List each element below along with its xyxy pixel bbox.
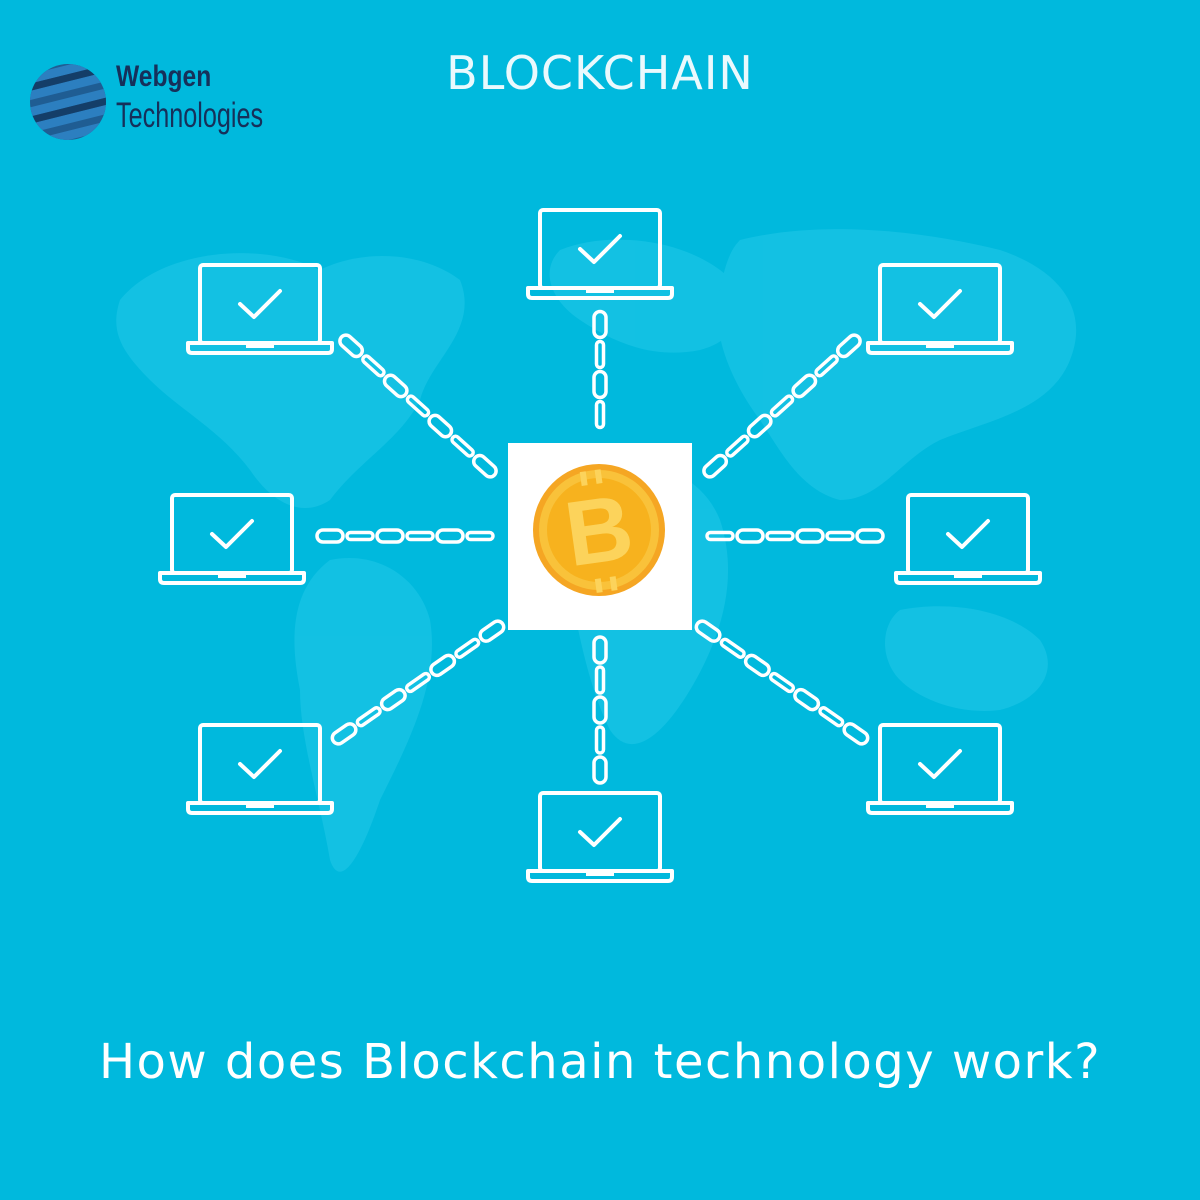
chain-link [765,530,795,542]
chain-link [702,453,729,479]
chain-top-right [702,333,862,479]
check-icon [210,519,254,549]
chain-link [592,695,608,725]
chain-link [382,373,409,399]
chain-link [478,619,506,643]
chain-link [735,528,765,544]
check-icon [946,519,990,549]
page-title: BLOCKCHAIN [446,46,754,100]
chain-link [592,369,608,400]
chain-link [427,413,454,439]
chain-link [594,665,606,695]
check-icon [578,234,622,264]
laptop-node-top-left [186,263,334,355]
laptop-node-left [158,493,306,585]
chain-link [435,528,465,544]
chain-link [842,722,870,746]
chain-link [471,453,498,479]
check-icon [918,749,962,779]
chain-link [338,333,365,359]
chain-link [795,528,825,544]
chain-link [694,619,722,643]
chain-link [719,637,746,659]
chain-link [825,530,855,542]
logo-name: Webgen [116,60,212,93]
chain-link [594,399,606,430]
chain-link [355,706,382,728]
chain-link [405,394,431,418]
chain-link [594,339,606,370]
laptop-node-top [526,208,674,300]
chain-link [592,635,608,665]
chain-left [315,528,495,544]
chain-link [818,706,845,728]
laptop-node-bottom [526,791,674,883]
chain-link [379,687,407,712]
logo-subtitle: Technologies [116,96,264,135]
laptop-node-bottom-right [866,723,1014,815]
chain-link [814,354,839,378]
chain-link [454,637,481,659]
chain-top-left [338,333,498,479]
laptop-node-top-right [866,263,1014,355]
chain-link [835,333,862,359]
chain-top [592,309,608,430]
chain-link [330,722,358,746]
bottom-caption: How does Blockchain technology work? [98,1034,1102,1090]
chain-link [725,434,750,458]
chain-link [768,671,796,694]
chain-link [855,528,885,544]
laptop-node-bottom-left [186,723,334,815]
chain-bottom-right [694,619,870,746]
bitcoin-symbol: B [559,476,639,586]
chain-link [345,530,375,542]
check-icon [578,817,622,847]
chain-link [405,530,435,542]
chain-link [592,755,608,785]
globe-logo-icon [30,64,106,140]
chain-link [592,309,608,340]
chain-link [465,530,495,542]
chain-right [705,528,885,544]
chain-link [769,394,795,418]
bitcoin-coin-icon: B [533,464,665,596]
chain-links [315,309,885,785]
chain-link [315,528,345,544]
chain-link [791,373,818,399]
chain-link [743,653,771,678]
chain-link [746,413,773,439]
webgen-logo: Webgen Technologies [28,58,288,148]
check-icon [238,749,282,779]
chain-link [594,725,606,755]
chain-link [404,671,432,694]
chain-link [361,354,386,378]
check-icon [918,289,962,319]
check-icon [238,289,282,319]
chain-link [375,528,405,544]
chain-bottom [592,635,608,785]
chain-link [450,434,475,458]
chain-link [705,530,735,542]
laptop-node-right [894,493,1042,585]
central-block: B [508,443,692,630]
chain-bottom-left [330,619,506,746]
chain-link [793,687,821,712]
laptop-nodes [158,208,1042,883]
chain-link [429,653,457,678]
